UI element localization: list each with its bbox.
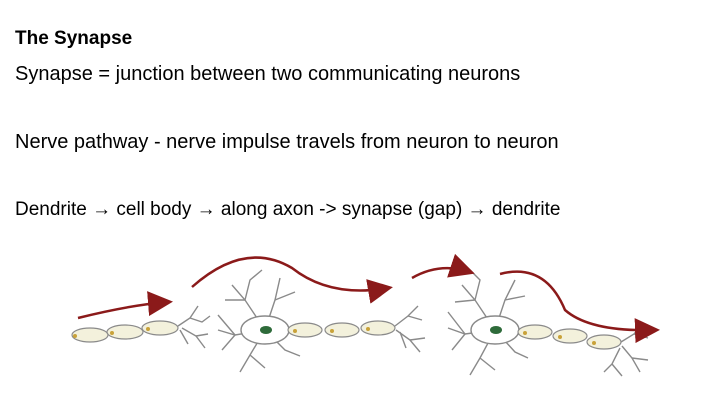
impulse-arrow-2: [191, 256, 393, 304]
cell-body-3: [470, 315, 520, 345]
axon-terminal-1: [177, 305, 211, 349]
axon-segment-2: [287, 320, 396, 338]
cell-body-2: [240, 315, 290, 345]
definition-line: Synapse = junction between two communica…: [15, 63, 521, 85]
slide-title: The Synapse: [15, 28, 133, 49]
axon-terminal-2: [394, 305, 426, 353]
impulse-arrow-1: [77, 291, 173, 320]
impulse-arrow-4: [499, 270, 660, 344]
axon-segment-3: [517, 324, 622, 350]
pathway-line: Nerve pathway - nerve impulse travels fr…: [15, 131, 559, 153]
axon-terminal-3: [603, 323, 649, 377]
impulse-arrow-3: [411, 253, 475, 280]
neuron-chain-illustration: [71, 253, 660, 377]
axon-segment-1: [71, 320, 179, 343]
impulse-arrows: [77, 253, 660, 344]
sequence-line: Dendrite → cell body → along axon -> syn…: [15, 199, 561, 220]
